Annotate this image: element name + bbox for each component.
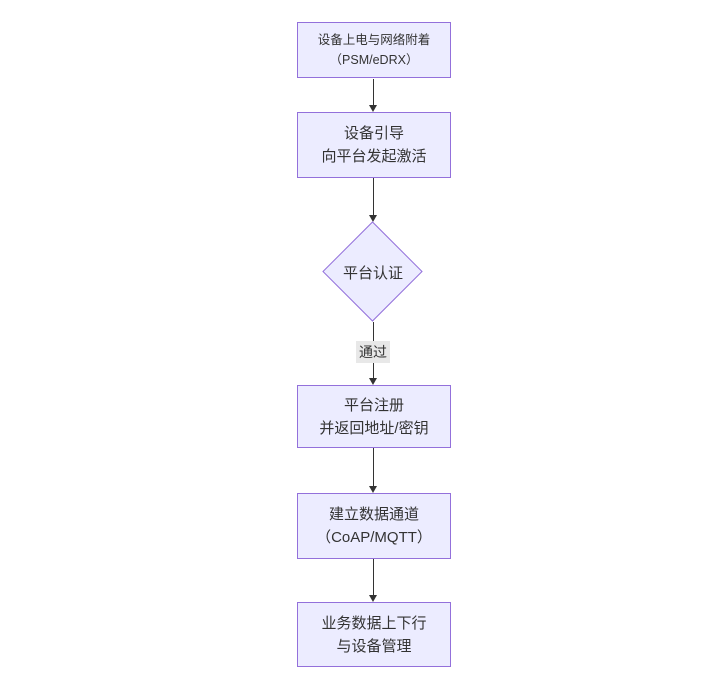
arrow-connector bbox=[369, 448, 378, 493]
node-data-channel: 建立数据通道 （CoAP/MQTT） bbox=[297, 493, 451, 559]
arrow-connector bbox=[369, 178, 378, 222]
arrow-line bbox=[372, 79, 374, 107]
node-text-line: （CoAP/MQTT） bbox=[316, 529, 432, 546]
node-business-data: 业务数据上下行 与设备管理 bbox=[297, 602, 451, 667]
node-text-line: 向平台发起激活 bbox=[321, 148, 427, 165]
node-text-line: 平台认证 bbox=[342, 264, 403, 282]
node-text-line: 与设备管理 bbox=[336, 637, 412, 655]
arrow-line bbox=[372, 178, 374, 217]
arrow-connector bbox=[369, 559, 378, 602]
arrowhead-icon bbox=[369, 595, 377, 602]
arrow-connector bbox=[369, 79, 378, 112]
node-platform-register: 平台注册 并返回地址/密钥 bbox=[297, 385, 451, 448]
node-text-line: 平台注册 bbox=[343, 396, 404, 414]
arrow-line bbox=[372, 559, 374, 597]
node-bootstrap: 设备引导 向平台发起激活 bbox=[297, 112, 451, 178]
arrowhead-icon bbox=[369, 486, 377, 493]
node-text-line: 建立数据通道 bbox=[328, 506, 419, 523]
arrowhead-icon bbox=[369, 215, 377, 222]
arrowhead-icon bbox=[369, 378, 377, 385]
decision-platform-auth: 平台认证 bbox=[322, 221, 423, 322]
node-text-line: 业务数据上下行 bbox=[321, 614, 427, 632]
node-power-attach: 设备上电与网络附着 （PSM/eDRX） bbox=[297, 22, 451, 78]
node-text-line: （PSM/eDRX） bbox=[329, 53, 419, 67]
node-text-line: 设备上电与网络附着 bbox=[317, 33, 431, 47]
node-text-line: 并返回地址/密钥 bbox=[319, 419, 429, 437]
arrowhead-icon bbox=[369, 105, 377, 112]
node-text-line: 设备引导 bbox=[343, 125, 404, 142]
arrow-line bbox=[372, 448, 374, 488]
edge-label-pass: 通过 bbox=[356, 341, 390, 363]
